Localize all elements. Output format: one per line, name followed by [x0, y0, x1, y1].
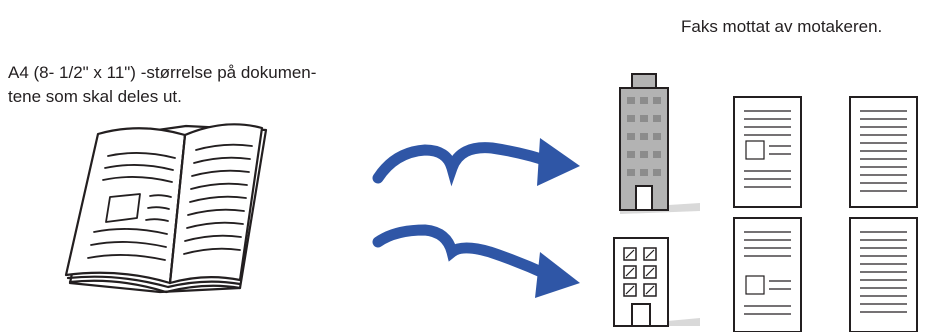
arrow-icon-bottom	[378, 230, 580, 298]
fax-page-icon	[734, 218, 801, 332]
office-building-icon	[620, 74, 700, 214]
apartment-building-icon	[614, 238, 700, 326]
fax-page-icon	[734, 97, 801, 207]
arrow-icon-top	[378, 138, 580, 186]
fax-page-icon	[850, 218, 917, 332]
open-book-icon	[66, 124, 266, 292]
fax-page-icon	[850, 97, 917, 207]
